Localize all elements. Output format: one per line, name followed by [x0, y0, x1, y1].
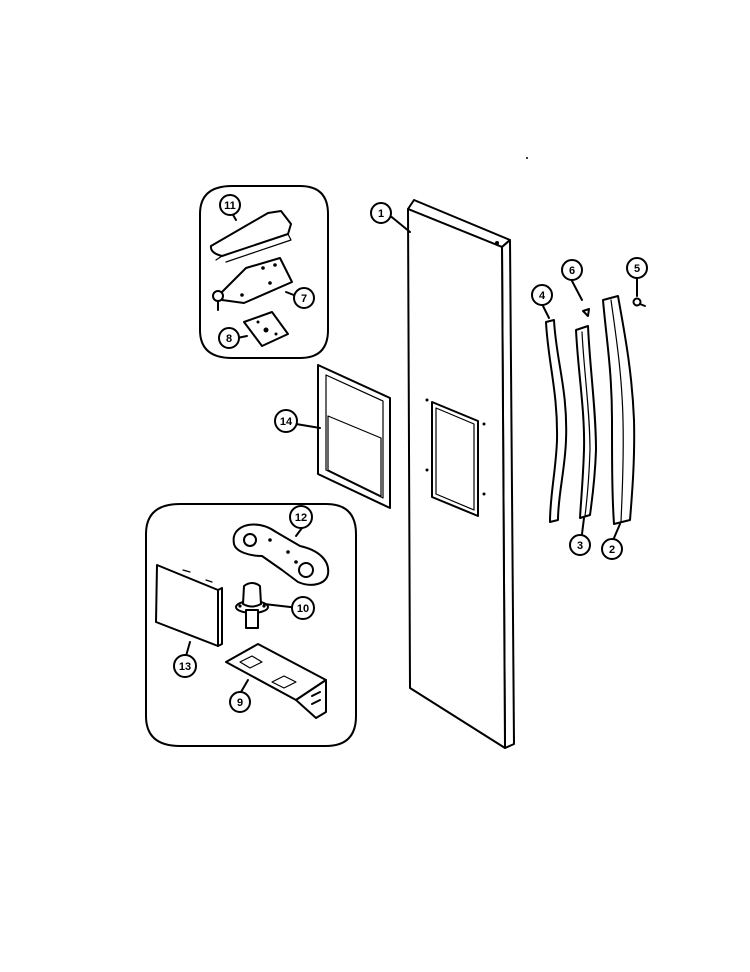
- hinge-cover-part-11: [209, 210, 292, 263]
- svg-text:4: 4: [539, 290, 546, 302]
- svg-text:10: 10: [297, 603, 309, 615]
- svg-text:1: 1: [378, 208, 384, 220]
- cover-plate-part-13: [155, 564, 223, 647]
- callout-7: 7: [293, 287, 315, 309]
- hinge-pin-part-10: [235, 582, 269, 629]
- bottom-hinge-inset: [145, 503, 357, 747]
- handle-strip-4: [545, 319, 568, 523]
- svg-text:11: 11: [224, 200, 236, 212]
- callout-4: 4: [531, 284, 553, 306]
- callout-3: 3: [569, 534, 591, 556]
- callout-13: 13: [173, 654, 197, 678]
- screw-part-6: [582, 308, 590, 317]
- handle-strip-2: [602, 295, 636, 525]
- svg-text:13: 13: [179, 661, 191, 673]
- door-panel: [407, 157, 528, 749]
- callout-14: 14: [274, 409, 298, 433]
- callout-8: 8: [218, 327, 240, 349]
- svg-text:6: 6: [569, 265, 575, 277]
- hinge-shim-part-8: [243, 311, 289, 347]
- svg-text:3: 3: [577, 540, 583, 552]
- callout-9: 9: [229, 691, 251, 713]
- svg-text:2: 2: [609, 544, 615, 556]
- bottom-hinge-bracket-part-9: [225, 643, 327, 719]
- svg-text:12: 12: [295, 512, 307, 524]
- svg-text:14: 14: [280, 416, 293, 428]
- hinge-bracket-part-12: [232, 523, 330, 586]
- screw-part-5: [632, 297, 646, 307]
- dispenser-trim-frame: [317, 364, 391, 509]
- top-hinge-part-7: [212, 257, 293, 311]
- callout-12: 12: [289, 505, 313, 529]
- svg-text:9: 9: [237, 697, 243, 709]
- svg-text:5: 5: [634, 263, 640, 275]
- callout-1: 1: [370, 202, 392, 224]
- handle-strip-3: [575, 325, 597, 519]
- callout-11: 11: [219, 194, 241, 216]
- callout-10: 10: [291, 596, 315, 620]
- callout-2: 2: [601, 538, 623, 560]
- callout-5: 5: [626, 257, 648, 279]
- callout-6: 6: [561, 259, 583, 281]
- svg-text:7: 7: [301, 293, 307, 305]
- svg-text:8: 8: [226, 333, 232, 345]
- top-hinge-inset: [199, 185, 329, 359]
